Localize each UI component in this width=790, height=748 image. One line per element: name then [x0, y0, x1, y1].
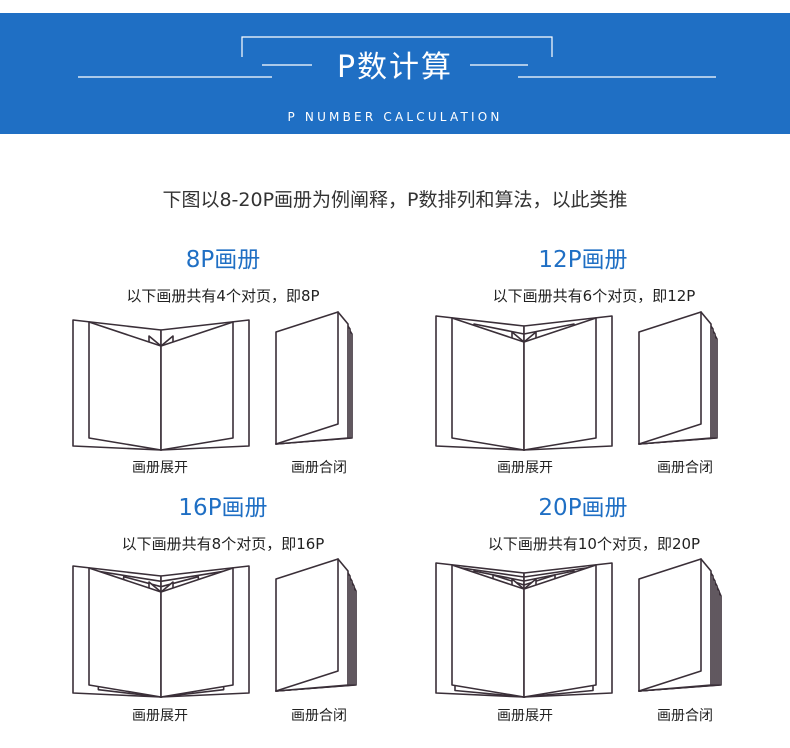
closed-label-8p: 画册合闭: [291, 460, 347, 476]
closed-book-1: [638, 311, 718, 445]
example-title-16p: 16P画册: [178, 495, 268, 521]
example-desc-16p: 以下画册共有8个对页，即16P: [121, 535, 325, 553]
example-desc-20p: 以下画册共有10个对页，即20P: [487, 535, 701, 553]
open-center-right: [523, 317, 597, 451]
closed-book-3: [638, 558, 722, 692]
open-center-left: [451, 564, 525, 698]
open-book-3: [435, 562, 613, 698]
closed-cover: [638, 558, 702, 692]
open-book-1: [435, 315, 613, 451]
closed-book-2: [275, 558, 357, 692]
page-title: P数计算: [336, 50, 454, 85]
example-desc-8p: 以下画册共有4个对页，即8P: [126, 287, 320, 305]
open-center-left: [451, 317, 525, 451]
open-book-2: [72, 565, 250, 698]
open-label-8p: 画册展开: [132, 460, 188, 476]
example-title-8p: 8P画册: [185, 247, 261, 273]
open-center-right: [160, 567, 234, 698]
example-title-20p: 20P画册: [538, 495, 628, 521]
closed-cover: [275, 558, 339, 692]
open-center-right: [160, 321, 234, 451]
header-banner: P数计算 P NUMBER CALCULATION: [0, 13, 790, 134]
open-center-right: [523, 564, 597, 698]
intro-text: 下图以8-20P画册为例阐释，P数排列和算法，以此类推: [162, 189, 628, 211]
closed-book-0: [275, 311, 353, 445]
banner-decor-lines: [78, 36, 716, 78]
closed-label-12p: 画册合闭: [657, 460, 713, 476]
open-book-0: [72, 319, 250, 451]
example-desc-12p: 以下画册共有6个对页，即12P: [492, 287, 696, 305]
closed-label-20p: 画册合闭: [657, 708, 713, 724]
example-title-12p: 12P画册: [538, 247, 628, 273]
open-label-20p: 画册展开: [497, 708, 553, 724]
closed-cover: [638, 311, 702, 445]
closed-label-16p: 画册合闭: [291, 708, 347, 724]
open-label-16p: 画册展开: [132, 708, 188, 724]
closed-cover: [275, 311, 339, 445]
page-subtitle: P NUMBER CALCULATION: [287, 110, 503, 124]
open-label-12p: 画册展开: [497, 460, 553, 476]
